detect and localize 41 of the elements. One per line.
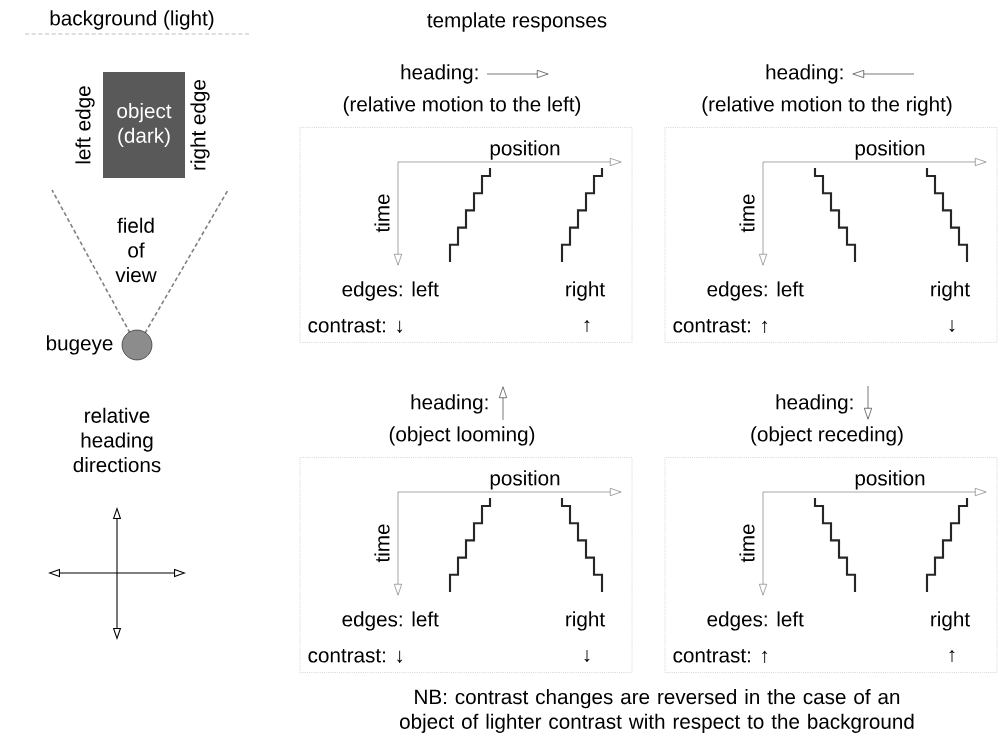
heading-caption: (object receding): [751, 426, 903, 446]
trace-label: edges: left: [707, 611, 804, 631]
contrast-label: contrast: ↓: [308, 649, 403, 663]
trace-label: edges: left: [342, 611, 439, 631]
axis-label: position: [488, 139, 562, 161]
object-box: object (dark): [103, 72, 185, 178]
contrast-arrow: ↑: [949, 649, 955, 663]
contrast-arrow: ↑: [584, 319, 590, 333]
axis-label: time: [739, 194, 755, 233]
axis-label: time: [374, 194, 390, 233]
bugeye-label: bugeye: [46, 335, 113, 355]
heading-caption: (relative motion to the left): [343, 96, 581, 116]
heading-caption: (relative motion to the right): [702, 96, 952, 116]
axis-label: position: [853, 139, 927, 161]
trace-label: edges: left: [707, 281, 804, 301]
heading-text: heading:: [766, 64, 843, 84]
contrast-label: contrast: ↑: [673, 649, 768, 663]
contrast-label: contrast: ↑: [673, 319, 768, 333]
caption-text: relative heading directions: [73, 407, 161, 473]
contrast-arrow: ↓: [949, 319, 955, 333]
trace-label: edges: left: [342, 281, 439, 301]
side-label: left edge: [75, 86, 95, 164]
caption-text: field of view: [115, 217, 157, 283]
axis-label: time: [739, 524, 755, 563]
caption-text: template responses: [427, 12, 607, 32]
heading-text: heading:: [401, 64, 478, 84]
trace-label: right: [566, 281, 605, 301]
heading-text: heading:: [411, 394, 488, 414]
trace-label: right: [931, 281, 970, 301]
axis-label: position: [853, 469, 927, 491]
heading-caption: (object looming): [389, 426, 535, 446]
axis-label: time: [374, 524, 390, 563]
trace-label: right: [931, 611, 970, 631]
contrast-label: contrast: ↓: [308, 319, 403, 333]
trace-label: right: [566, 611, 605, 631]
contrast-arrow: ↓: [584, 649, 590, 663]
heading-text: heading:: [776, 394, 853, 414]
caption-text: background (light): [50, 10, 214, 30]
axis-label: position: [488, 469, 562, 491]
caption-text: NB: contrast changes are reversed in the case of an object of lighter contrast with respect to the background: [399, 689, 914, 733]
side-label: right edge: [190, 80, 210, 170]
